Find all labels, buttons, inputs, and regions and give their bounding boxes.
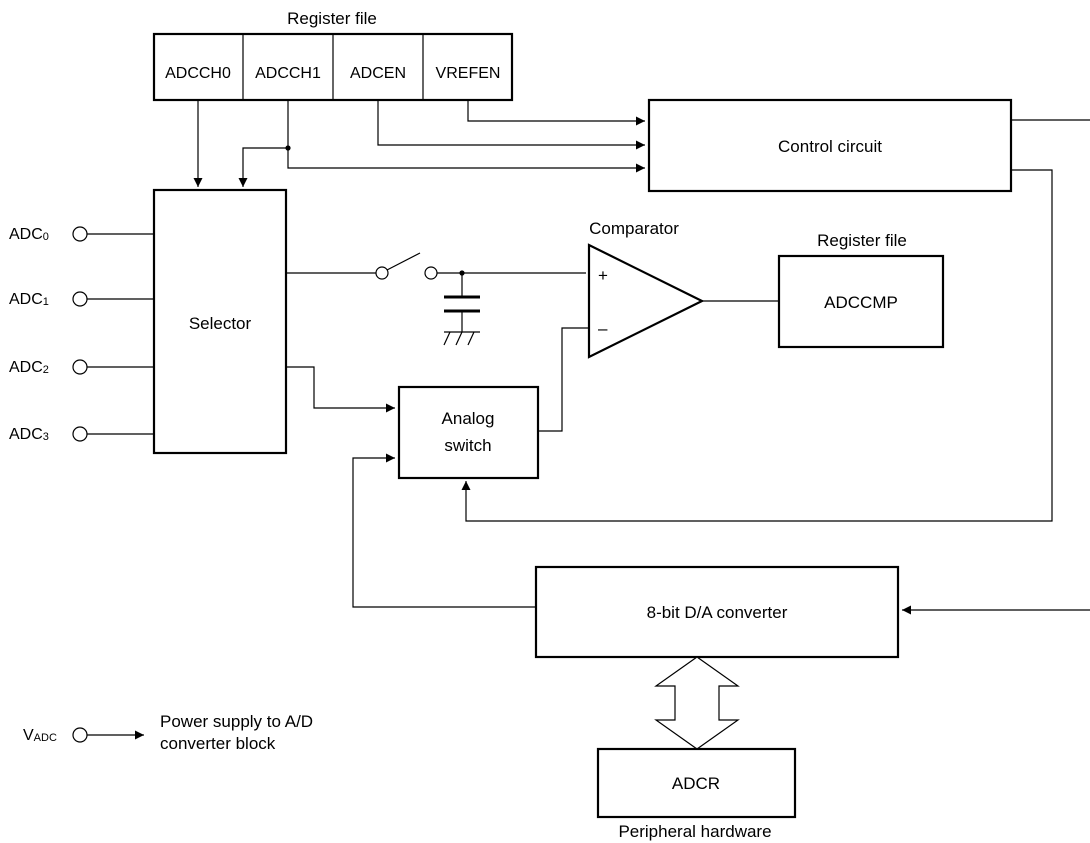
- adc2-input: ADC2: [9, 359, 154, 376]
- control-output-wires: [461, 119, 1090, 522]
- sample-switch: [286, 252, 586, 280]
- analog-switch-label-2: switch: [444, 436, 491, 455]
- selector-label: Selector: [189, 314, 252, 333]
- register-cell-adcen: ADCEN: [350, 65, 406, 82]
- dac-wires: [352, 453, 1090, 615]
- adc1-label: ADC1: [9, 291, 49, 308]
- power-supply-text-2: converter block: [160, 734, 276, 753]
- bus-arrow: [654, 656, 740, 750]
- register-file-top: ADCCH0 ADCCH1 ADCEN VREFEN: [152, 32, 514, 102]
- analog-switch-wires: [286, 327, 589, 432]
- dac-box: 8-bit D/A converter: [534, 565, 900, 659]
- register-cell-vrefen: VREFEN: [436, 65, 501, 82]
- adc0-input: ADC0: [9, 226, 154, 243]
- power-supply-text-1: Power supply to A/D: [160, 712, 313, 731]
- adccmp-register: ADCCMP: [777, 254, 945, 349]
- register-cell-adcch0: ADCCH0: [165, 65, 231, 82]
- control-circuit-box: Control circuit: [647, 98, 1013, 193]
- comparator-title: Comparator: [589, 219, 679, 238]
- analog-switch-box: Analog switch: [397, 385, 540, 480]
- comparator-minus: –: [598, 319, 608, 338]
- comparator-plus: +: [598, 266, 608, 285]
- vadc-label: VADC: [23, 727, 57, 744]
- adcr-box: ADCR: [596, 747, 797, 819]
- selector-box: Selector: [152, 188, 288, 455]
- adc1-input: ADC1: [9, 291, 154, 308]
- register-cell-adcch1: ADCCH1: [255, 65, 321, 82]
- power-supply-pin: VADC Power supply to A/D converter block: [23, 712, 313, 753]
- control-circuit-label: Control circuit: [778, 137, 882, 156]
- adc0-label: ADC0: [9, 226, 49, 243]
- adcr-label: ADCR: [672, 774, 720, 793]
- peripheral-hardware-label: Peripheral hardware: [618, 822, 771, 841]
- sample-capacitor: [443, 273, 480, 346]
- register-to-selector-wires: [193, 100, 288, 187]
- adc2-label: ADC2: [9, 359, 49, 376]
- analog-switch-label-1: Analog: [442, 409, 495, 428]
- register-file-title: Register file: [287, 9, 377, 28]
- register-file-right-title: Register file: [817, 231, 907, 250]
- adc3-label: ADC3: [9, 426, 49, 443]
- adccmp-label: ADCCMP: [824, 293, 898, 312]
- register-to-control-wires: [285, 100, 645, 173]
- dac-label: 8-bit D/A converter: [647, 603, 788, 622]
- comparator-symbol: + –: [587, 243, 705, 359]
- adc3-input: ADC3: [9, 426, 154, 443]
